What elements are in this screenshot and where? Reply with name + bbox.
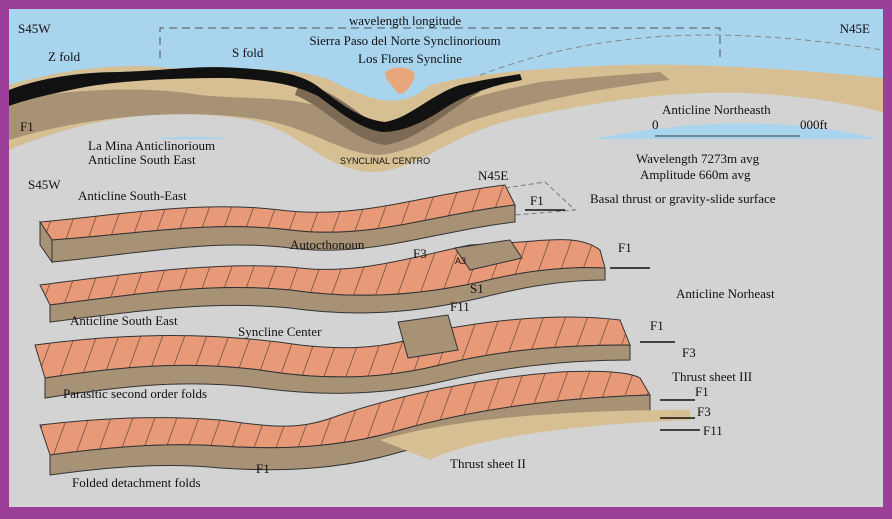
thrust-sheet-ii (380, 410, 690, 460)
wavelength-avg: Wavelength 7273m avg (636, 151, 760, 166)
z-fold-label: Z fold (48, 49, 81, 64)
anticline-se-1-label: Anticline South-East (78, 188, 187, 203)
f3-c-label: F3 (697, 404, 711, 419)
anticlinorium-label: La Mina Anticlinorioum (88, 138, 215, 153)
black-layer (9, 67, 522, 132)
scale-end: 000ft (800, 117, 828, 132)
layer-pale (9, 90, 883, 190)
f11-a-label: F11 (450, 299, 470, 314)
f11-b-label: F11 (703, 423, 723, 438)
layer-brown (9, 72, 670, 155)
f1-label: F1 (20, 119, 34, 134)
thrust-block-f11 (397, 314, 459, 359)
f3-b-label: F3 (682, 345, 696, 360)
s45w-label: S45W (18, 21, 51, 36)
scale-start: 0 (652, 117, 659, 132)
wavelength-dashed-line (159, 27, 721, 60)
f3-a-label: F3 (413, 246, 427, 261)
cross-section (9, 9, 884, 190)
thrust3-label: Thrust sheet III (672, 369, 752, 384)
n45e-label-2: N45E (478, 168, 508, 183)
anticline-se-2-label: Anticline South East (70, 313, 178, 328)
f1-a-label: F1 (530, 193, 544, 208)
core-syncline (385, 67, 415, 94)
fold-envelope-dashed (479, 34, 884, 76)
anticline-ne-label: Anticline Northeasth (662, 102, 771, 117)
n45e-label: N45E (840, 21, 870, 36)
syncline-label: Los Flores Syncline (358, 51, 462, 66)
syncline-center-label: Syncline Center (238, 324, 322, 339)
block-diagrams (34, 181, 700, 476)
s1-label: S1 (470, 281, 484, 296)
autochthonous-label: Autocthonoun (290, 237, 365, 252)
anticline-ne-label-2: Anticline Norheast (676, 286, 775, 301)
basal-label: Basal thrust or gravity-slide surface (590, 191, 776, 206)
thrust2-label: Thrust sheet II (450, 456, 526, 471)
synclinal-centro-label: SYNCLINAL CENTRO (340, 156, 430, 166)
slab-3-side (44, 344, 631, 399)
a3-label: A3 (455, 256, 466, 266)
slab-2-side (49, 267, 606, 323)
basal-dashed (504, 181, 577, 216)
thrust-block-a3 (454, 239, 523, 271)
detachment-label: Folded detachment folds (72, 475, 201, 490)
s45w-label-2: S45W (28, 177, 61, 192)
f1-b-label: F1 (618, 240, 632, 255)
anticline-se-label: Anticline South East (88, 152, 196, 167)
wavelength-label: wavelength longitude (349, 13, 462, 28)
synclinorium-label: Sierra Paso del Norte Synclinorioum (309, 33, 500, 48)
f1-d-label: F1 (695, 384, 709, 399)
amplitude-avg: Amplitude 660m avg (640, 167, 751, 182)
parasitic-label: Parasitic second order folds (63, 386, 207, 401)
slab-1-side (39, 204, 516, 264)
f1-e-label: F1 (256, 461, 270, 476)
f1-c-label: F1 (650, 318, 664, 333)
s-fold-label: S fold (232, 45, 264, 60)
